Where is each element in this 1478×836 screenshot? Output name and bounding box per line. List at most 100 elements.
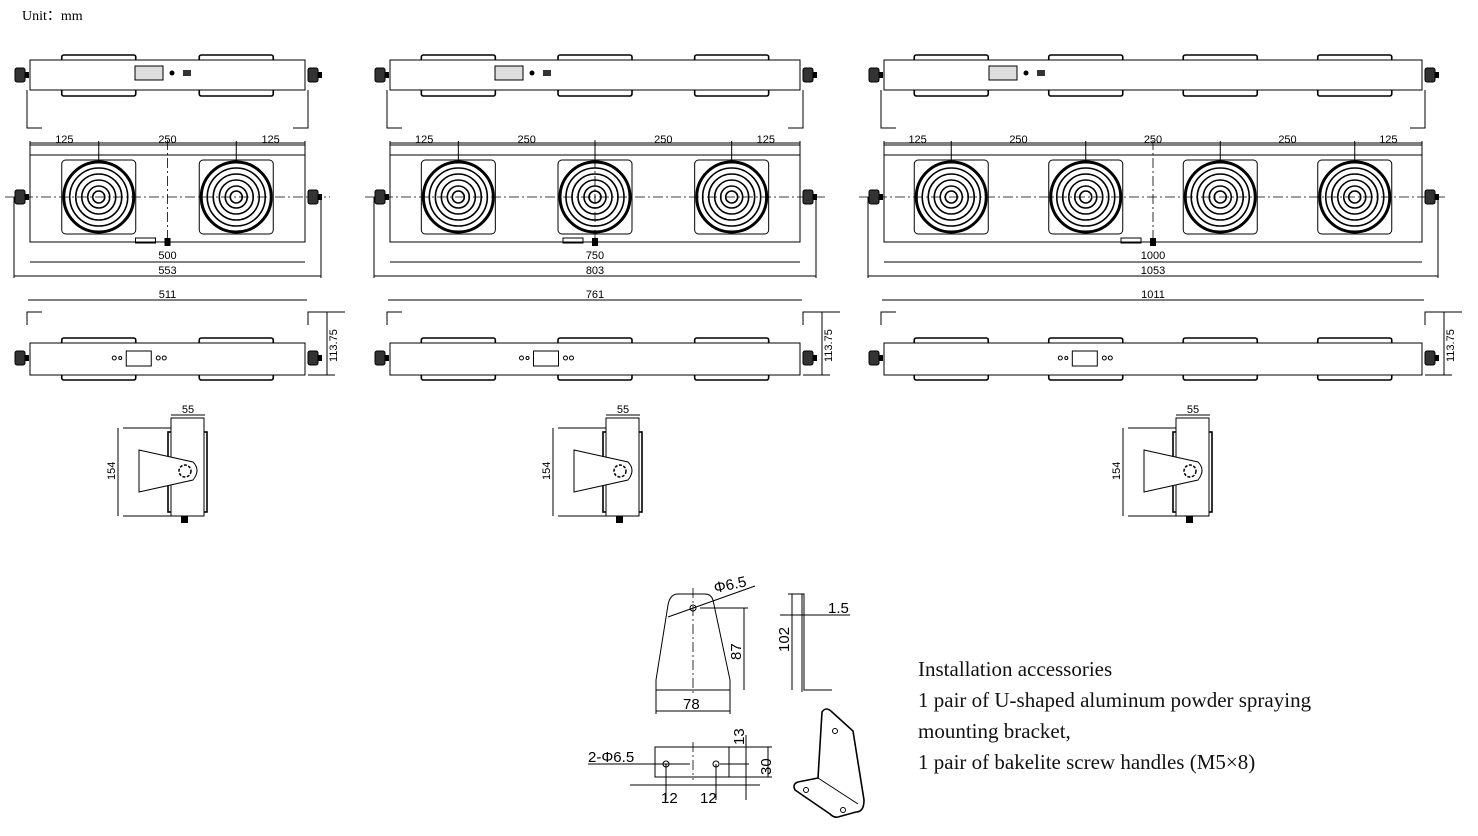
cable-plug [1150,238,1156,246]
depth-label: 55 [182,404,194,416]
spacing-label: 125 [55,134,73,146]
top-view [14,54,322,129]
button-icon [1057,355,1063,361]
button-icon [525,356,530,360]
knob-stem [25,355,29,361]
fan-ring [565,167,625,227]
bracket-height-label: 102 [776,627,793,652]
bracket-left [386,90,402,129]
cable-clip [135,237,156,244]
accessories-line-3: 1 pair of bakelite screw handles (M5×8) [918,750,1256,774]
fan-ring [1342,185,1367,209]
fan-guard [558,160,632,234]
base-offset-left-label: 12 [661,790,678,807]
bracket-left [26,311,42,325]
fan-ring [939,185,964,209]
knob-stem [1435,72,1439,78]
button-icon [118,356,123,360]
depth-label: 55 [617,404,629,416]
knob-stem [879,194,883,200]
display-panel [1071,350,1098,367]
base-hole-depth-label: 13 [731,728,748,745]
knob-icon [307,67,319,83]
side-height-label: 154 [1111,462,1123,480]
button-icon [563,355,568,361]
spacing-label: 250 [1278,134,1296,146]
spacing-label: 125 [261,134,279,146]
cable-clip [1120,237,1142,244]
button-icon [161,355,167,361]
bracket-hole-label: Φ6.5 [712,573,748,596]
bracket-front-view: Φ6.5 87 78 [655,573,756,714]
button-icon [569,355,574,361]
fan-guard [199,160,273,234]
side-height-label: 154 [541,462,553,480]
fan-ring [1067,179,1104,215]
fan-ring [1336,179,1373,215]
bracket-right [1424,311,1462,325]
knob-icon [802,67,814,83]
unit-label: Unit：mm [22,9,83,24]
knob-icon [1424,350,1436,366]
power-socket-icon [134,65,164,81]
fan-ring [451,190,466,204]
bottom-length-label: 1011 [1141,289,1165,301]
power-socket-icon [494,65,524,81]
knob-stem [813,194,817,200]
depth-label: 55 [1187,404,1199,416]
knob-icon [1424,189,1436,205]
knob-stem [318,194,322,200]
bracket-side-view: 102 1.5 [776,593,850,692]
fan-ring [440,179,477,215]
spacing-label: 250 [517,134,535,146]
fan-guard [914,160,988,234]
overall-length-label: 553 [158,265,176,277]
cable-plug [592,238,598,246]
fan-guard [62,160,136,234]
fan-ring [91,190,106,204]
fan-ring [1324,167,1385,227]
front-body [883,142,1423,243]
fan-ring [434,173,483,221]
fan-ring [229,190,244,204]
cable-clip [562,237,584,244]
bottom-body [389,342,801,376]
bracket-left [880,311,896,325]
bracket-right [1410,90,1426,129]
knob-icon [868,67,880,83]
bracket-thickness-label: 1.5 [828,600,849,617]
unit-body [29,59,306,91]
bottom-body [883,342,1423,376]
fan-ring [713,179,750,215]
knob-icon [14,350,26,366]
knob-stem [879,72,883,78]
fan-ring [86,185,111,209]
fan-ring [218,179,255,215]
installation-accessories: Installation accessories 1 pair of U-sha… [918,654,1311,778]
indicator-icon [1023,70,1029,76]
bracket-base-view: 2-Φ6.5 12 12 13 30 [588,728,775,807]
display-panel [125,350,152,367]
bracket-hole-height-label: 87 [728,643,745,660]
switch-icon [183,70,191,76]
fan-guard [1183,160,1257,234]
top-view [374,54,817,129]
knob-icon [1424,67,1436,83]
knob-icon [868,350,880,366]
fan-ring [933,179,970,215]
accessories-line-1: 1 pair of U-shaped aluminum powder spray… [918,688,1312,712]
knob-icon [307,350,319,366]
spacing-label: 125 [415,134,433,146]
fan-ring [1078,190,1093,204]
knob-icon [178,464,192,478]
fan-ring [571,173,619,221]
knob-stem [385,194,389,200]
cable-plug [181,516,188,523]
knob-icon [14,189,26,205]
spacing-label: 125 [757,134,775,146]
accessories-title: Installation accessories [918,657,1113,681]
